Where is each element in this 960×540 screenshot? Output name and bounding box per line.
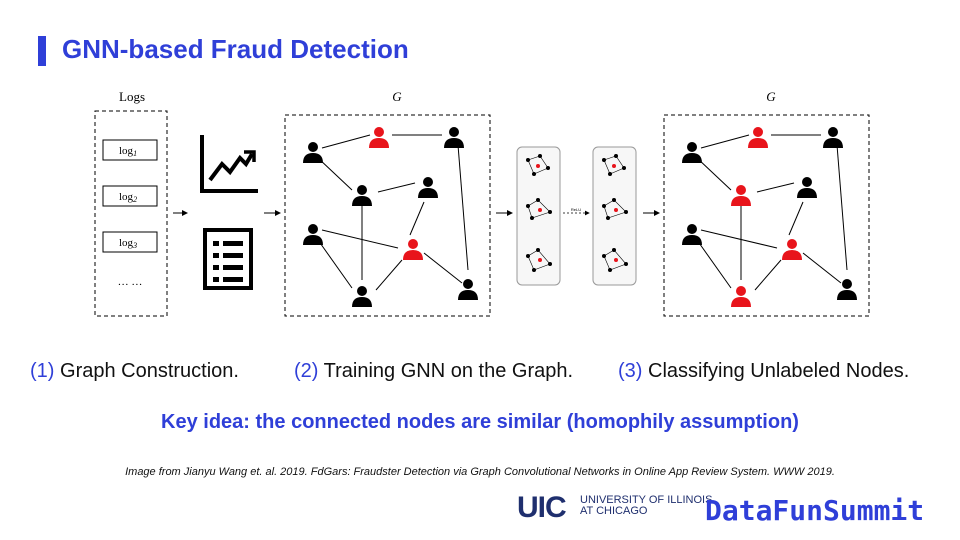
line-chart-icon [200,135,258,193]
log-item-1 [102,139,158,161]
caption-3: (3) Classifying Unlabeled Nodes. [618,360,910,382]
key-idea-text: Key idea: the connected nodes are simila… [161,411,799,433]
graph-edges-left [317,134,469,291]
logs-box [94,110,168,317]
uic-logo: UIC [517,491,567,524]
graph-edges-right [696,134,848,291]
gnn-layer-2 [592,146,637,286]
user-icon [797,177,817,198]
user-icon [823,127,843,148]
log-item-2-text: log2 [119,191,137,204]
fraud-user-icon [731,286,751,307]
user-icon [444,127,464,148]
log-item-1-text: log1 [119,145,137,158]
graph-label-right: G [766,89,776,104]
page-title: GNN-based Fraud Detection [62,34,409,64]
logs-label: Logs [119,89,145,104]
user-icon [303,224,323,245]
log-item-3-text: log3 [119,237,137,250]
fraud-detection-diagram: Logs log1 log2 log3 … … G [94,89,870,317]
graph-nodes-left [303,127,478,307]
list-document-icon [203,228,253,290]
fraud-user-icon [731,185,751,206]
graph-nodes-right [682,127,857,307]
datafun-summit-logo: DataFunSummit [705,494,925,527]
log-item-2 [102,185,158,207]
fraud-user-icon [403,239,423,260]
fraud-user-icon [369,127,389,148]
log-ellipsis: … … [118,276,143,288]
user-icon [303,142,323,163]
citation-text: Image from Jianyu Wang et. al. 2019. FdG… [125,466,835,478]
gnn-layer-1 [516,146,561,286]
title-accent-bar [38,36,46,66]
user-icon [682,224,702,245]
user-icon [418,177,438,198]
log-item-3 [102,231,158,253]
caption-1: (1) Graph Construction. [30,360,239,382]
relu-label: ReLU [571,207,581,212]
user-icon [352,286,372,307]
fraud-user-icon [782,239,802,260]
caption-2: (2) Training GNN on the Graph. [294,360,574,382]
user-icon [682,142,702,163]
user-icon [352,185,372,206]
fraud-user-icon [748,127,768,148]
graph-label-left: G [392,89,402,104]
